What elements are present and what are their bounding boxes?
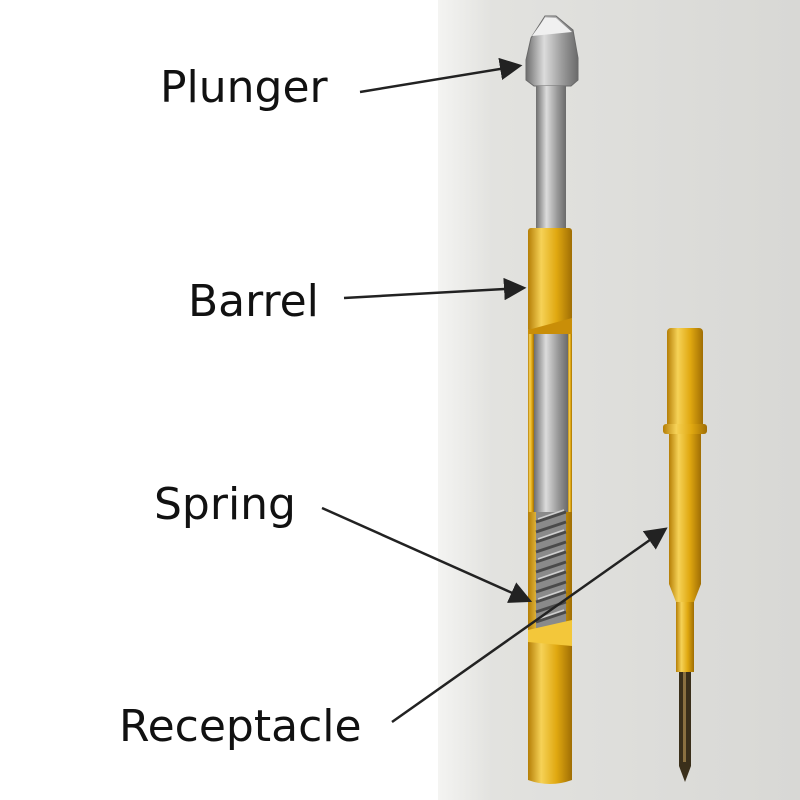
receptacle-part xyxy=(663,328,707,782)
barrel-arrow xyxy=(343,277,527,301)
barrel-label: Barrel xyxy=(188,276,319,327)
barrel-upper xyxy=(528,228,572,332)
spring-coil xyxy=(528,509,572,632)
plunger-label: Plunger xyxy=(160,62,328,113)
background-shade xyxy=(438,0,800,800)
plunger-head xyxy=(525,15,579,87)
receptacle-arrow xyxy=(391,527,668,724)
spring-label: Spring xyxy=(154,479,296,530)
leader-arrows xyxy=(321,57,668,724)
barrel-lower xyxy=(528,640,572,784)
spring-arrow xyxy=(321,506,533,603)
barrel-window-plunger xyxy=(534,334,568,512)
receptacle-label: Receptacle xyxy=(119,701,362,752)
spring-probe xyxy=(525,15,579,784)
plunger-shaft xyxy=(536,86,566,231)
plunger-arrow xyxy=(359,57,523,94)
